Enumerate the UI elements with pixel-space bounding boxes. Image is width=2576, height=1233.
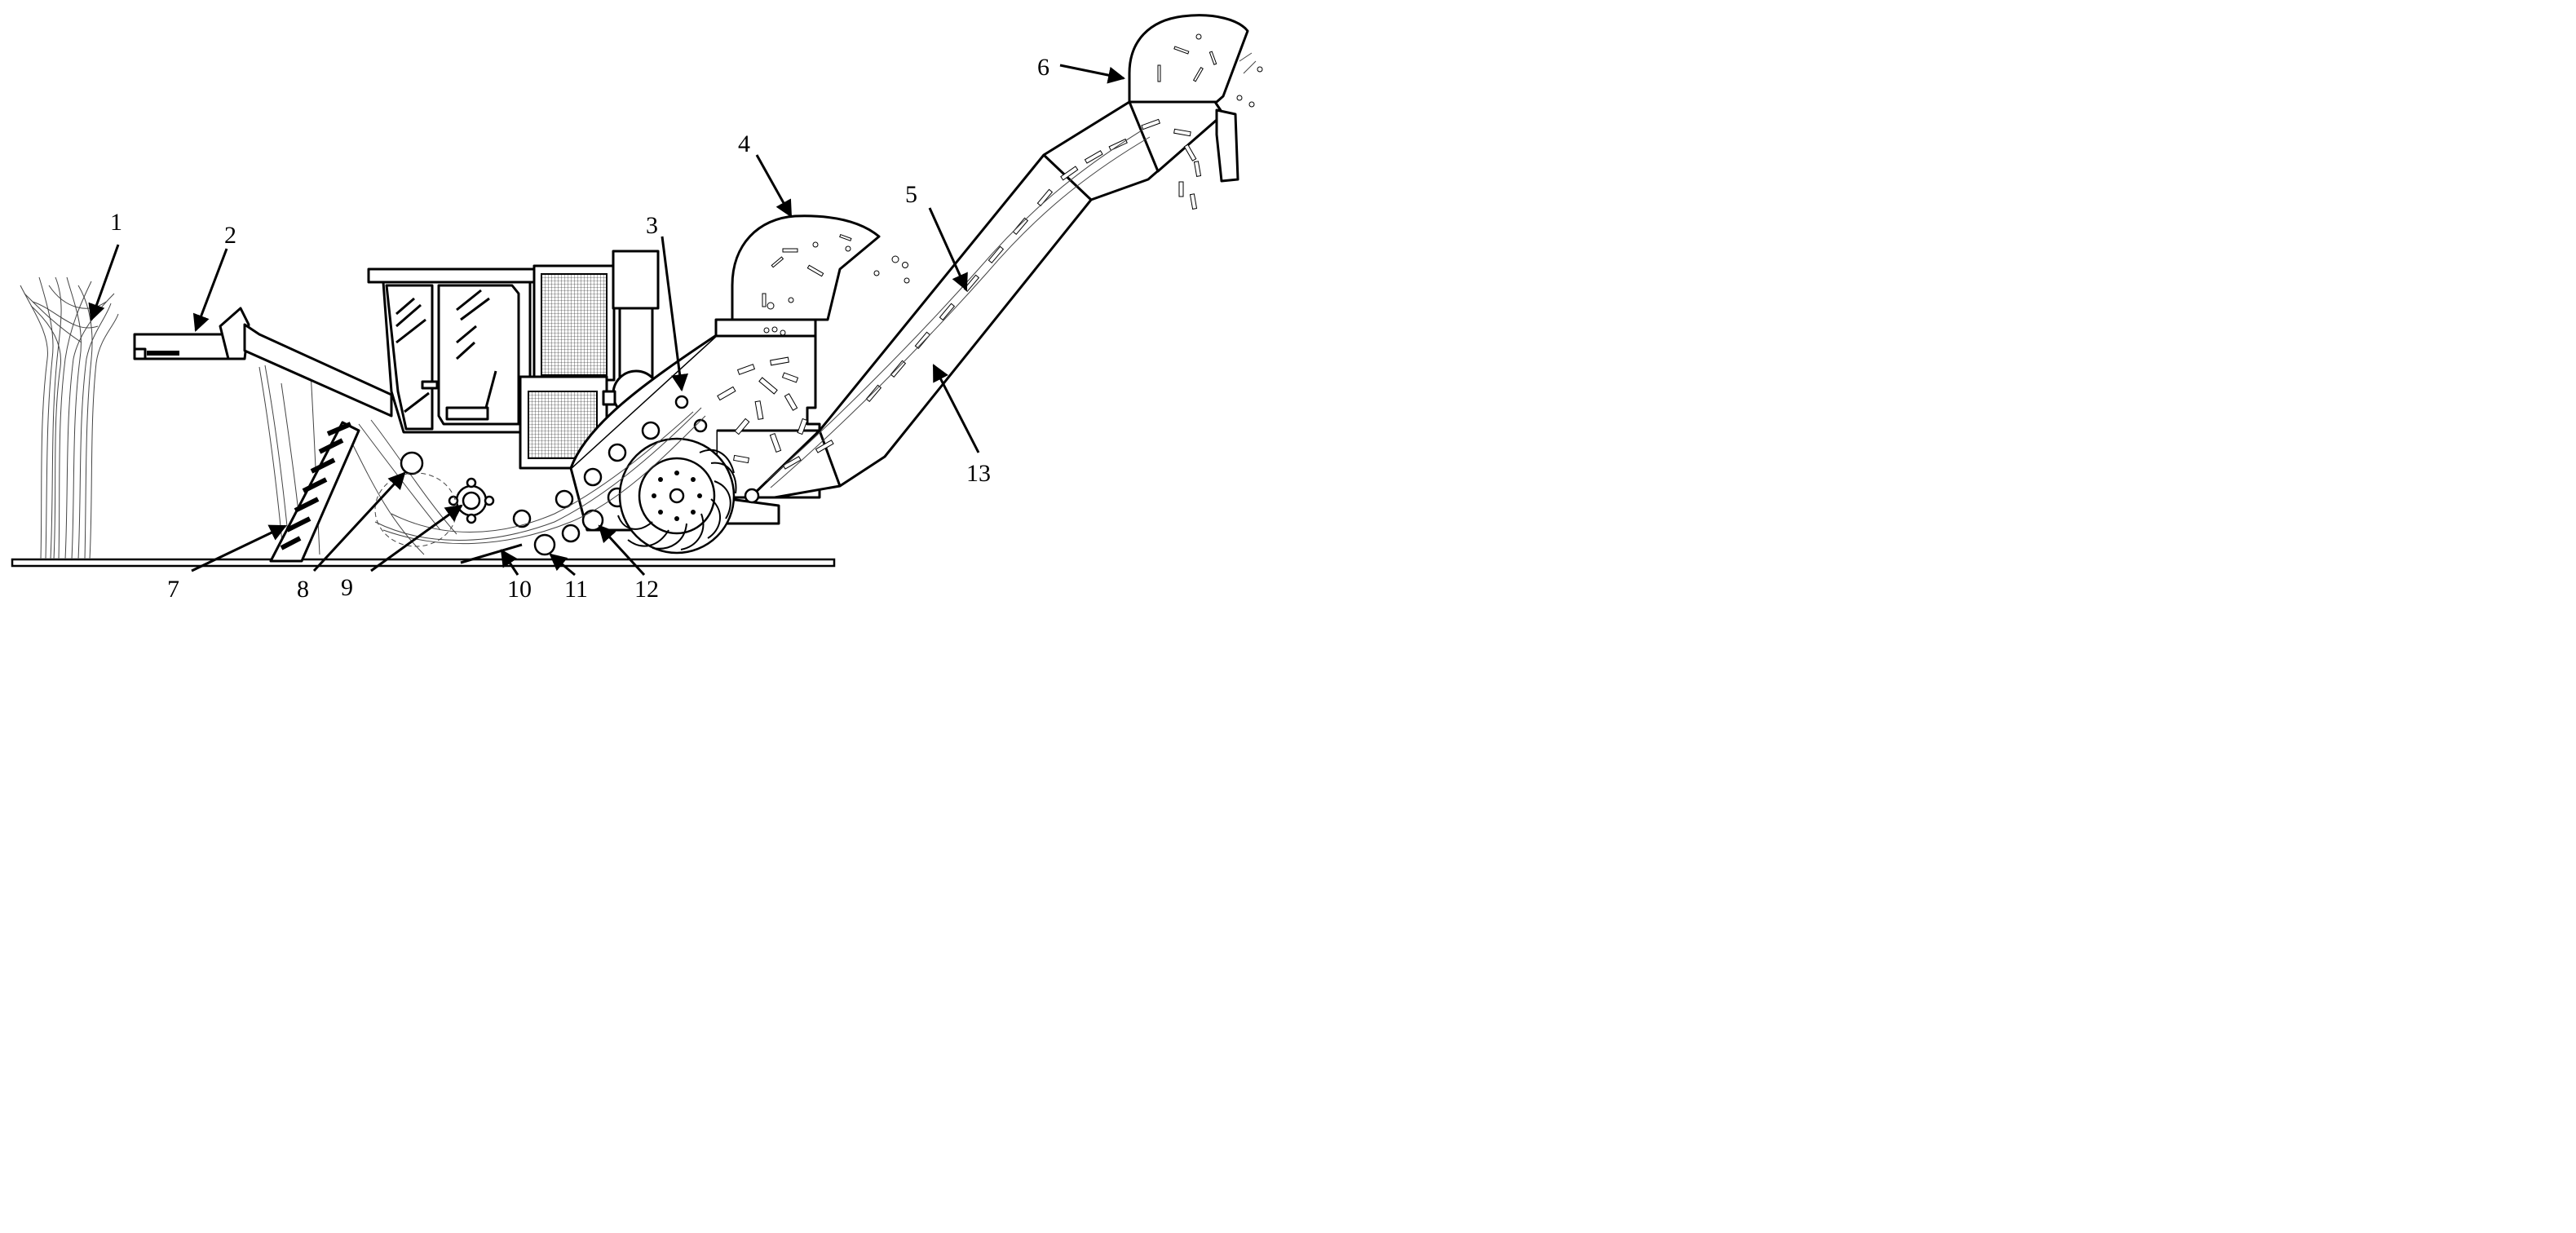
billets-in-chute [717,356,808,464]
callout-8: 8 [297,576,309,603]
callout-10: 10 [507,576,532,603]
callout-labels: 1 2 3 4 5 6 7 8 9 10 11 12 13 [110,54,1049,603]
secondary-extractor-hood [1128,14,1263,108]
callout-9: 9 [341,574,353,601]
sugarcane-harvester-diagram: 1 2 3 4 5 6 7 8 9 10 11 12 13 [11,14,1263,603]
callout-4: 4 [738,130,750,157]
topper-arm [133,307,393,418]
cane-flow [374,407,706,547]
callout-6: 6 [1037,54,1049,81]
standing-sugarcane [20,276,119,560]
callout-13: 13 [966,460,991,487]
ground-line [11,558,836,568]
callout-2: 2 [224,222,236,249]
base-cutter-blade [460,543,523,564]
primary-extractor-hood [731,214,910,336]
callout-11: 11 [564,576,588,603]
callout-arrows [88,64,1126,577]
chopper-drum [617,437,737,555]
callout-1: 1 [110,209,122,236]
callout-12: 12 [634,576,659,603]
callout-3: 3 [646,212,658,239]
callout-5: 5 [905,181,917,208]
knockdown-roller [448,477,495,524]
callout-7: 7 [167,576,179,603]
base-cutter-spiral [269,421,360,563]
